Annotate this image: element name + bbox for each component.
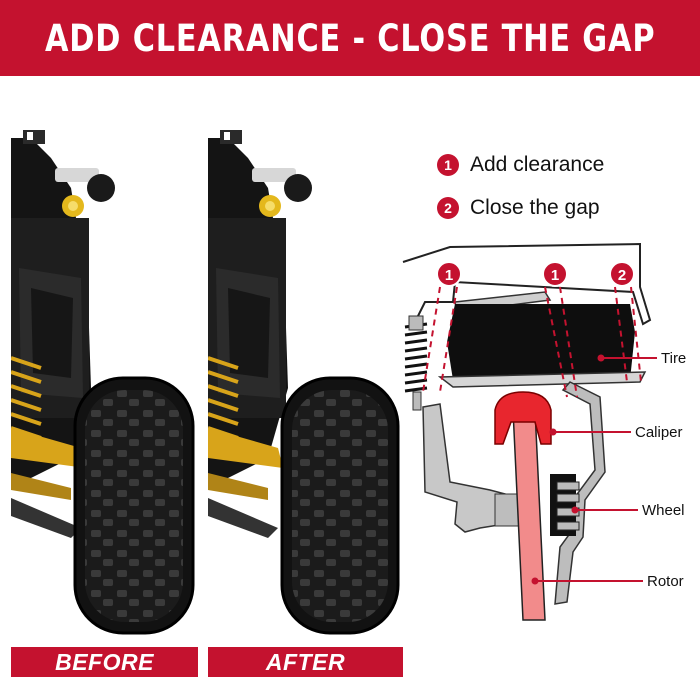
part-label-wheel: Wheel [642,502,685,519]
part-label-rotor: Rotor [647,573,684,590]
svg-text:1: 1 [551,267,559,284]
clearance-guides [422,286,642,398]
before-label: BEFORE [55,648,154,675]
marker-2-right: 2 [609,261,635,287]
after-caption-bar: AFTER [208,647,403,677]
svg-text:1: 1 [445,267,453,284]
svg-text:2: 2 [618,267,626,284]
legend-text: Add clearance [470,153,605,176]
cross-section-diagram: 1 1 2 Tire Caliper Wheel Rotor [395,232,695,627]
steering-knuckle [422,403,506,533]
wheel-rim [554,381,606,605]
number-badge: 2 [437,197,459,219]
after-label: AFTER [265,648,346,675]
shock-spring [404,322,428,393]
marker-1-center: 1 [542,261,568,287]
tire-cross-section [447,304,635,380]
after-photo [208,128,403,638]
before-caption-bar: BEFORE [11,647,198,677]
header-banner: ADD CLEARANCE - CLOSE THE GAP [0,0,700,76]
page-title: ADD CLEARANCE - CLOSE THE GAP [44,16,656,60]
caliper [494,391,552,445]
part-label-tire: Tire [661,350,686,367]
legend-text: Close the gap [470,196,600,219]
marker-1-left: 1 [436,261,462,287]
part-label-caliper: Caliper [635,424,683,441]
fender-outline [402,242,652,326]
leader-lines [531,354,657,585]
before-photo [11,128,198,638]
legend-item-close-gap: 2 Close the gap [437,196,600,220]
number-badge: 1 [437,154,459,176]
legend-item-add-clearance: 1 Add clearance [437,153,604,177]
